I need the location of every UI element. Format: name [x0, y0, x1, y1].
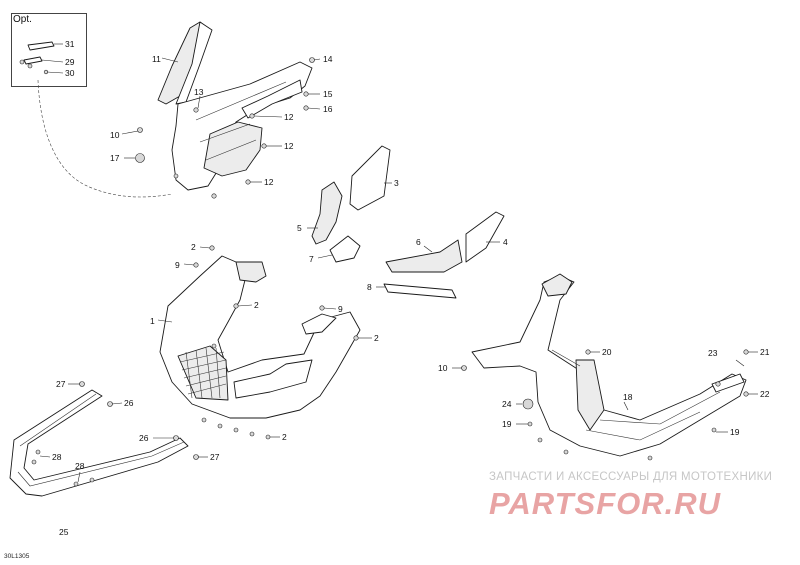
callout-14: 14 — [323, 54, 333, 64]
callout-29: 29 — [65, 57, 75, 67]
optional-windshield-fasteners — [19, 41, 64, 75]
callout-28-a: 28 — [52, 452, 62, 462]
cable-dashed-leader — [37, 79, 173, 198]
callout-11: 11 — [152, 54, 161, 64]
drawing-code: 30L1305 — [4, 553, 30, 560]
lower-belly-pan — [461, 273, 749, 461]
upper-leaders — [121, 57, 321, 183]
optional-parts-box — [11, 13, 87, 87]
callout-12-c: 12 — [264, 177, 274, 187]
callout-23: 23 — [708, 348, 718, 358]
callout-9-b: 9 — [338, 304, 343, 314]
callout-24: 24 — [502, 399, 512, 409]
callout-9-a: 9 — [175, 260, 180, 270]
callout-7: 7 — [309, 254, 314, 264]
callout-10-b: 10 — [438, 363, 448, 373]
side-panels — [307, 145, 505, 299]
callout-27-a: 27 — [56, 379, 66, 389]
front-nose-panel — [159, 245, 361, 440]
callout-labels: 31 29 30 11 14 13 15 16 12 10 12 17 12 3… — [52, 39, 770, 537]
callout-8: 8 — [367, 282, 372, 292]
callout-3: 3 — [394, 178, 399, 188]
callout-28-b: 28 — [75, 461, 85, 471]
callout-13: 13 — [194, 87, 204, 97]
callout-17: 17 — [110, 153, 120, 163]
watermark-tagline: ЗАПЧАСТИ И АКСЕССУАРЫ ДЛЯ МОТОТЕХНИКИ — [489, 471, 773, 483]
callout-22: 22 — [760, 389, 770, 399]
belly-leaders — [452, 351, 758, 433]
watermark-brand-logo: PARTSFOR.RU — [489, 486, 722, 521]
callout-15: 15 — [323, 89, 333, 99]
front-bumper-bar — [9, 381, 208, 497]
callout-4: 4 — [503, 237, 508, 247]
callout-25: 25 — [59, 527, 69, 537]
callout-19-b: 19 — [730, 427, 740, 437]
callout-20: 20 — [602, 347, 612, 357]
callout-6: 6 — [416, 237, 421, 247]
option-label: Opt. — [13, 14, 32, 25]
callout-26-a: 26 — [124, 398, 134, 408]
callout-5: 5 — [297, 223, 302, 233]
callout-1: 1 — [150, 316, 155, 326]
callout-12-a: 12 — [284, 112, 294, 122]
callout-16: 16 — [323, 104, 333, 114]
callout-26-b: 26 — [139, 433, 149, 443]
callout-2-b: 2 — [254, 300, 259, 310]
callout-2-a: 2 — [191, 242, 196, 252]
callout-31: 31 — [65, 39, 75, 49]
callout-12-b: 12 — [284, 141, 294, 151]
callout-2-d: 2 — [282, 432, 287, 442]
callout-19-a: 19 — [502, 419, 512, 429]
callout-2-c: 2 — [374, 333, 379, 343]
callout-30: 30 — [65, 68, 75, 78]
callout-21: 21 — [760, 347, 770, 357]
callout-27-b: 27 — [210, 452, 220, 462]
nose-leaders — [157, 246, 372, 438]
callout-18: 18 — [623, 392, 633, 402]
callout-10-a: 10 — [110, 130, 120, 140]
upper-windshield-assembly — [135, 21, 315, 199]
